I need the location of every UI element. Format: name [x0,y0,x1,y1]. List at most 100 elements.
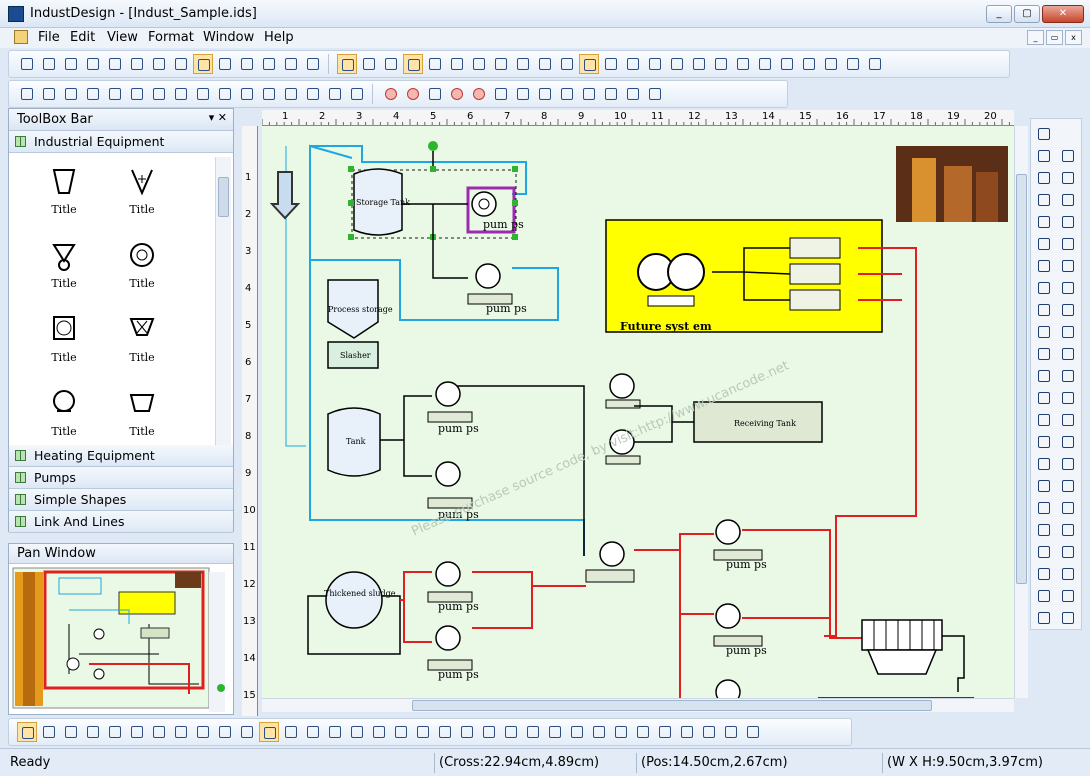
fill-color-icon[interactable] [633,722,653,742]
link-ortho4-icon[interactable] [215,84,235,104]
pointer-icon[interactable] [359,54,379,74]
link-arc-icon[interactable] [303,84,323,104]
group-icon[interactable] [193,722,213,742]
link-arrow-icon[interactable] [39,84,59,104]
mdi-restore-button[interactable]: ▭ [1046,30,1063,45]
toolbox-scroll-thumb[interactable] [218,177,229,217]
pan-preview[interactable] [9,564,233,714]
minimize-button[interactable]: _ [986,5,1012,23]
rectangle-icon[interactable] [1059,455,1077,473]
snap-toggle-icon[interactable] [721,722,741,742]
space-v-icon[interactable] [435,722,455,742]
measure-icon[interactable] [1035,323,1053,341]
link-ortho2-icon[interactable] [171,84,191,104]
toolbox-item[interactable]: Title [34,387,94,451]
link-arrow2-icon[interactable] [83,84,103,104]
oval-icon[interactable] [1059,433,1077,451]
text-icon[interactable] [1035,543,1053,561]
elbow-icon[interactable] [1035,235,1053,253]
same-height-icon[interactable] [479,722,499,742]
spiral-icon[interactable] [1059,521,1077,539]
section-heating-equipment[interactable]: Heating Equipment [9,445,233,467]
horizontal-scrollbar[interactable] [262,698,1014,712]
arrow-line-icon[interactable] [1035,191,1053,209]
shape-red1-icon[interactable] [381,84,401,104]
freehand-icon[interactable] [1035,389,1053,407]
grid-icon[interactable] [381,54,401,74]
rotate-icon[interactable] [1035,147,1053,165]
font-icon[interactable] [1035,565,1053,583]
shape-red3-icon[interactable] [447,84,467,104]
link-ortho3-icon[interactable] [193,84,213,104]
section-industrial-equipment[interactable]: Industrial Equipment [9,131,233,153]
image-icon[interactable] [1035,587,1053,605]
vertical-scrollbar[interactable] [1014,126,1028,698]
mirror-icon[interactable] [171,722,191,742]
bracket-icon[interactable] [1059,213,1077,231]
dimension-icon[interactable] [1059,279,1077,297]
receiving-tank[interactable]: Receiving Tank [693,401,823,443]
close-button[interactable]: ✕ [1042,5,1084,23]
shape-spiral-icon[interactable] [491,84,511,104]
rounded-square-icon[interactable] [1059,477,1077,495]
bubble-icon[interactable] [1059,345,1077,363]
new-icon[interactable] [17,54,37,74]
hand-icon[interactable] [601,54,621,74]
section-simple-shapes[interactable]: Simple Shapes [9,489,233,511]
toolbox-item[interactable]: Title [112,239,172,303]
grid-toggle-icon[interactable] [699,722,719,742]
align-top-icon[interactable] [347,722,367,742]
add-point-icon[interactable] [1059,147,1077,165]
open-icon[interactable] [39,54,59,74]
cut-icon[interactable] [127,54,147,74]
link-zigzag-icon[interactable] [347,84,367,104]
tank[interactable]: Tank [327,407,381,477]
zoom-fit-icon[interactable] [755,54,775,74]
eraser-icon[interactable] [281,54,301,74]
menu-view[interactable]: View [107,30,138,45]
mdi-minimize-button[interactable]: _ [1027,30,1044,45]
toolbox-pin-close[interactable]: ▾ ✕ [208,111,227,124]
fill-icon[interactable] [1035,433,1053,451]
vertical-dimension-icon[interactable] [1035,301,1053,319]
select-icon[interactable] [337,54,357,74]
toolbox-item[interactable]: Title [112,313,172,377]
menu-format[interactable]: Format [148,30,194,45]
polygon-icon[interactable] [1035,169,1053,187]
lock-icon[interactable] [237,722,257,742]
space-h-icon[interactable] [413,722,433,742]
rotate-180-icon[interactable] [105,722,125,742]
storage-tank[interactable]: Storage Tank [353,168,410,236]
maximize-button[interactable]: ▢ [1014,5,1040,23]
curve-icon[interactable] [1059,235,1077,253]
menu-window[interactable]: Window [203,30,255,45]
bring-front-icon[interactable] [545,722,565,742]
align-left-icon[interactable] [281,722,301,742]
line-icon[interactable] [1059,169,1077,187]
rotate-free-icon[interactable] [17,722,37,742]
delete-icon[interactable] [1059,609,1077,627]
shadow-icon[interactable] [677,722,697,742]
link-ortho-icon[interactable] [149,84,169,104]
select-arrow-icon[interactable] [1035,125,1053,143]
text-align-icon[interactable] [689,54,709,74]
snap-icon[interactable] [403,54,423,74]
undo-icon[interactable] [83,54,103,74]
shape-scissors-icon[interactable] [623,84,643,104]
link-reverse-icon[interactable] [105,84,125,104]
target-icon[interactable] [579,54,599,74]
horizontal-scroll-thumb[interactable] [412,700,932,711]
cloud-icon[interactable] [1035,367,1053,385]
flag-icon[interactable] [1035,411,1053,429]
circle-icon[interactable] [1035,455,1053,473]
properties-icon[interactable] [623,54,643,74]
crosshair-icon[interactable] [447,54,467,74]
brush-icon[interactable] [1059,367,1077,385]
link-double-icon[interactable] [127,84,147,104]
anchor-icon[interactable] [1035,499,1053,517]
shape-lines-icon[interactable] [535,84,555,104]
frame-icon[interactable] [1059,587,1077,605]
link-ortho6-icon[interactable] [259,84,279,104]
flip-v-icon[interactable] [149,722,169,742]
preview-icon[interactable] [821,54,841,74]
